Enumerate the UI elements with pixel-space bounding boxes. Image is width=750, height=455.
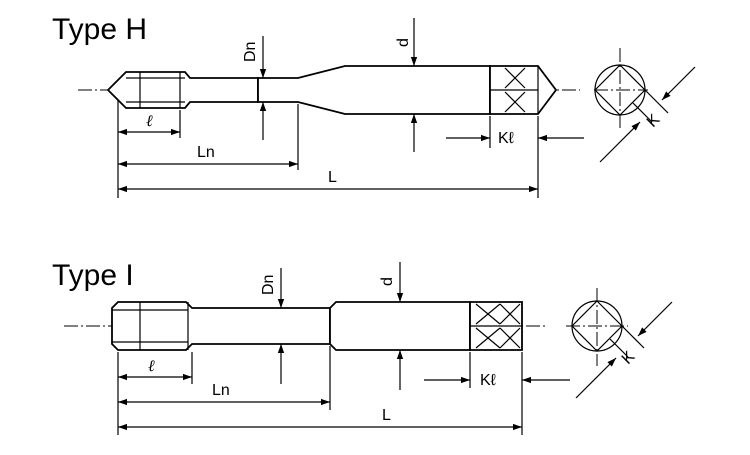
type-i-end-view: K	[566, 288, 673, 399]
type-i-k-extension	[621, 325, 645, 349]
type-h-k-extension	[632, 102, 653, 123]
type-i-overall-length-label: L	[382, 407, 391, 424]
type-i-dn-label: Dn	[260, 275, 277, 295]
type-i-drawing: Type I d Dn ℓ Ln	[52, 259, 673, 435]
type-i-k-extension	[609, 338, 629, 358]
type-h-k-arrow-top	[661, 66, 696, 101]
type-i-l-label: ℓ	[148, 356, 155, 375]
type-h-k-label: K	[644, 111, 664, 131]
type-i-title: Type I	[52, 259, 134, 292]
type-h-end-view: K	[594, 48, 696, 163]
type-i-kl-label: Kℓ	[480, 372, 496, 389]
type-i-k-arrow-bottom	[575, 357, 617, 399]
type-h-overall-length-label: L	[328, 169, 337, 186]
type-h-k-extension	[644, 89, 669, 114]
type-h-dn-label: Dn	[242, 42, 259, 62]
type-h-drawing: Type H d Dn ℓ Ln	[52, 13, 696, 198]
type-h-k-arrow-bottom	[599, 121, 641, 163]
type-i-d-label: d	[379, 277, 396, 286]
type-i-shank	[329, 301, 471, 351]
type-i-k-arrow-top	[637, 301, 673, 337]
type-h-title: Type H	[52, 13, 147, 46]
type-h-d-label: d	[395, 38, 412, 47]
type-h-l-label: ℓ	[146, 111, 153, 130]
type-h-square-cross	[504, 67, 526, 113]
type-i-square-cross	[475, 303, 521, 349]
type-h-shank	[257, 65, 491, 115]
type-i-ln-label: Ln	[212, 382, 230, 399]
type-i-thread-section	[111, 301, 331, 351]
type-h-ln-label: Ln	[197, 144, 215, 161]
type-h-kl-label: Kℓ	[498, 130, 514, 147]
